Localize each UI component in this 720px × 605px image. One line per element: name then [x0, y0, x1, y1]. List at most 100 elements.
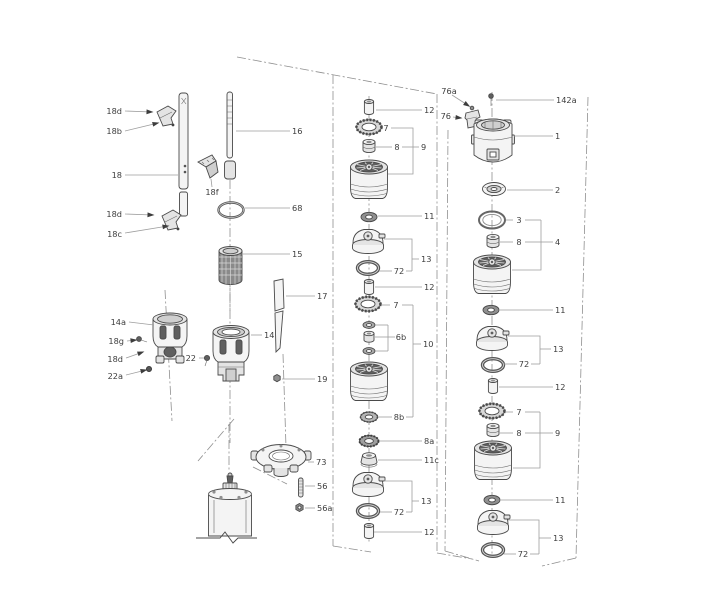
part-pump-top-1	[471, 118, 515, 163]
callout-label: 18c	[107, 229, 122, 239]
leader-line	[124, 225, 169, 234]
callout-label: 56	[317, 481, 327, 491]
part-flange-73	[250, 444, 312, 477]
callout-label: 22a	[108, 371, 123, 381]
part-clamp-18b	[156, 105, 177, 127]
callout-label: 7	[516, 407, 521, 417]
callout-label: 12	[424, 105, 434, 115]
part-seal-ring-7	[355, 118, 383, 136]
callout-label: 11	[424, 211, 434, 221]
part-impeller	[473, 254, 511, 294]
right-stack-group	[464, 93, 515, 558]
arrowhead	[140, 369, 148, 374]
part-seal-ring-3	[478, 210, 506, 230]
callout-label: 14	[264, 330, 274, 340]
callout-label: 8	[394, 142, 399, 152]
part-chamber-13	[352, 229, 386, 254]
part-clip-18f	[197, 154, 219, 179]
part-impeller	[350, 361, 388, 401]
callout-label: 76	[441, 111, 451, 121]
part-impeller	[474, 440, 512, 480]
part-screw-142a	[488, 93, 494, 106]
callout-label: 18d	[106, 209, 122, 219]
callout-label: 8	[516, 237, 521, 247]
part-ring-8a	[358, 434, 380, 448]
callout-label: 4	[555, 237, 560, 247]
leader-line	[124, 122, 159, 132]
callout-label: 11c	[424, 455, 439, 465]
callout-label: 76a	[441, 86, 456, 96]
callout-label: 18d	[107, 354, 123, 364]
callout-label: 1	[555, 131, 560, 141]
part-impeller	[350, 159, 388, 199]
callout-label: 2	[555, 185, 560, 195]
part-nut-19	[273, 373, 281, 383]
callout-label: 12	[555, 382, 565, 392]
callout-label: 6b	[396, 332, 406, 342]
callout-label: 9	[421, 142, 426, 152]
part-sleeve-12	[363, 523, 375, 539]
callout-label: 18d	[106, 106, 122, 116]
callout-label: 72	[519, 359, 529, 369]
callout-label: 142a	[556, 95, 577, 105]
callout-label: 72	[518, 549, 528, 559]
arrowhead	[162, 224, 170, 230]
part-screw-22	[203, 354, 211, 367]
arrowhead	[146, 109, 154, 115]
callout-label: 18g	[108, 336, 124, 346]
part-bearing-8	[486, 422, 500, 438]
part-nut-56a	[295, 502, 304, 513]
part-cable-guard-18	[178, 92, 189, 217]
part-strainer-15	[218, 246, 243, 285]
callout-label: 68	[292, 203, 302, 213]
callout-label: 11	[555, 495, 565, 505]
arrowhead	[455, 114, 463, 120]
part-sleeve-12	[487, 378, 499, 394]
callout-label: 14a	[111, 317, 126, 327]
callout-label: 73	[316, 457, 326, 467]
callout-label: 12	[424, 282, 434, 292]
part-o-ring-72	[355, 503, 381, 519]
part-cable-guard-17	[273, 278, 285, 354]
callout-label: 7	[393, 300, 398, 310]
callouts-layer: 18d18b181618f18d18c68151714a18g18d22a221…	[106, 86, 576, 559]
callout-label: 72	[394, 507, 404, 517]
part-washer-11	[360, 211, 378, 223]
part-washer-11	[482, 304, 500, 316]
callout-label: 8a	[424, 436, 434, 446]
callout-label: 7	[383, 123, 388, 133]
part-suction-interconnector-14	[212, 325, 250, 382]
leader-line	[508, 335, 541, 364]
part-washer-6b	[362, 347, 376, 355]
leader-line	[513, 412, 541, 469]
callout-label: 22	[186, 353, 196, 363]
part-stud-56	[298, 477, 304, 498]
callout-label: 9	[555, 428, 560, 438]
callout-label: 72	[394, 266, 404, 276]
callout-label: 8	[516, 428, 521, 438]
part-bearing-6b	[363, 330, 375, 343]
callout-label: 19	[317, 374, 327, 384]
callout-label: 18b	[106, 126, 122, 136]
part-o-ring-72	[355, 260, 381, 276]
leader-line	[512, 220, 542, 271]
part-screw-22a	[145, 365, 152, 372]
callout-label: 13	[553, 533, 563, 543]
part-screw-18g	[136, 336, 148, 343]
part-chamber-13	[476, 326, 510, 351]
callout-label: 3	[516, 215, 521, 225]
part-valve-washer-2	[482, 182, 506, 196]
callout-label: 10	[423, 339, 433, 349]
part-seal-ring-7	[354, 295, 382, 313]
arrowhead	[463, 100, 471, 107]
left-assembly-group	[136, 91, 312, 544]
part-bearing-8	[486, 233, 500, 249]
part-sleeve-12	[363, 279, 375, 295]
part-bearing-8	[362, 138, 376, 154]
leader-line	[384, 238, 413, 271]
callout-label: 13	[421, 254, 431, 264]
part-suction-interconnector-14a	[152, 312, 188, 364]
callout-label: 17	[317, 291, 327, 301]
callout-label: 18	[112, 170, 122, 180]
